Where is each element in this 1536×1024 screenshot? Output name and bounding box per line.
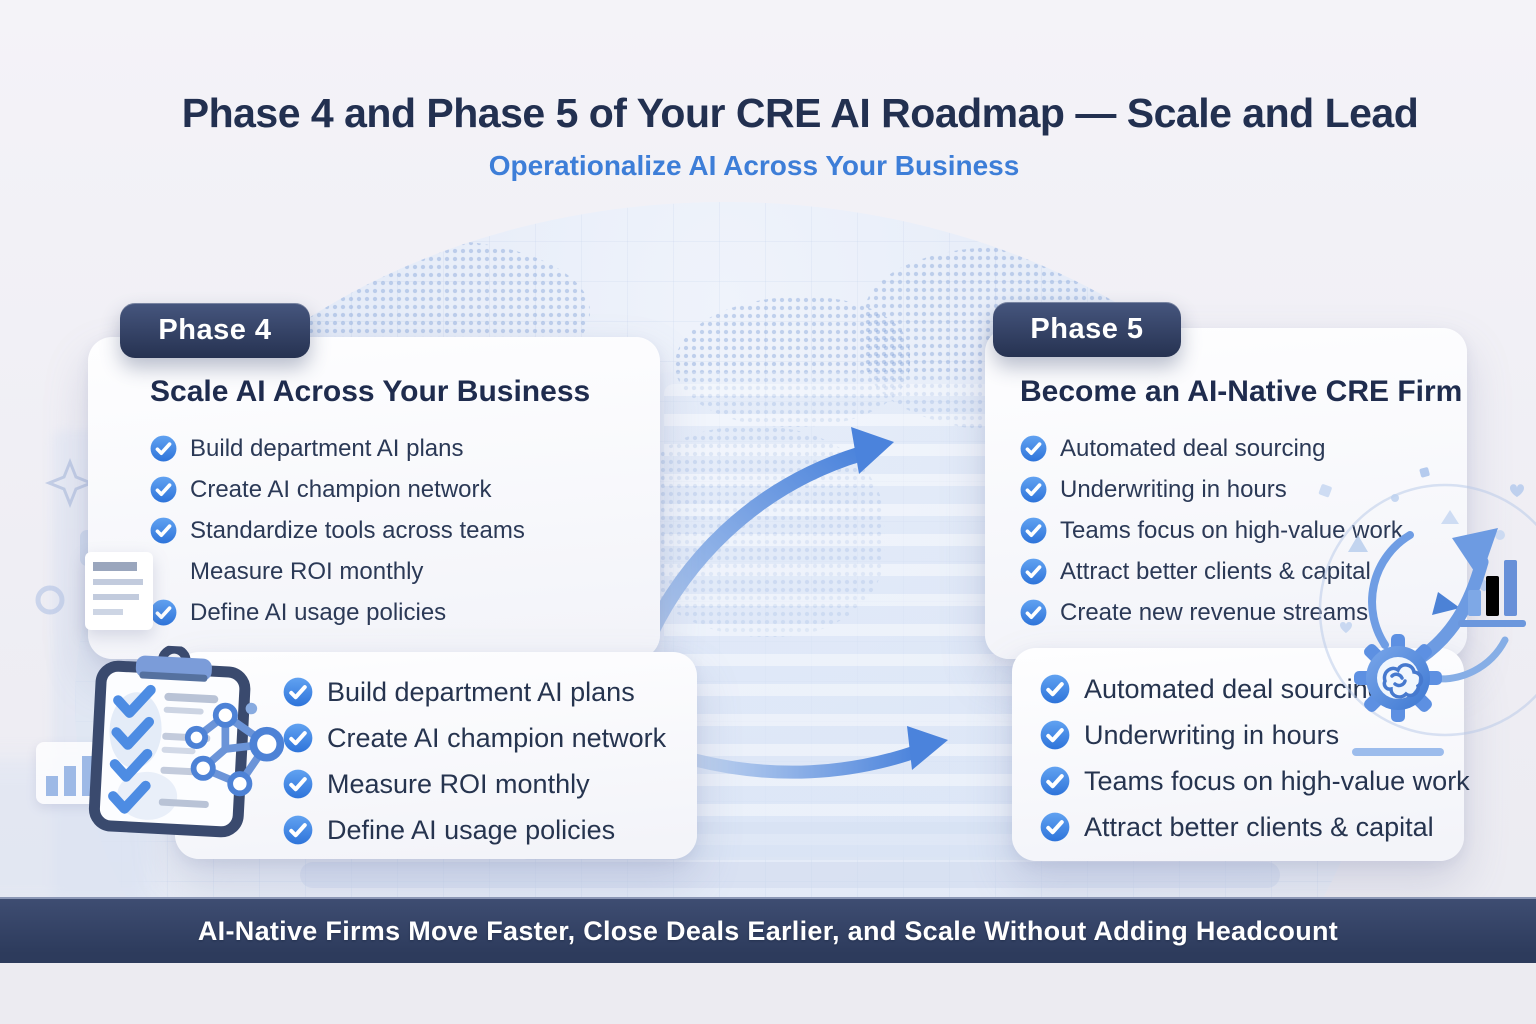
checklist-item: Underwriting in hours [1040,712,1456,758]
checklist-item: Teams focus on high-value work [1020,510,1459,551]
phase5-summary-checklist: Automated deal sourcing Underwriting in … [1040,666,1470,850]
check-icon [1040,674,1070,704]
footer-strip [0,963,1536,1024]
checklist-item-label: Define AI usage policies [327,814,616,845]
page-title: Phase 4 and Phase 5 of Your CRE AI Roadm… [181,90,1419,136]
checklist-item-label: Automated deal sourcing [1084,673,1383,704]
checklist-item: Attract better clients & capital [1040,804,1456,850]
gear-icon [35,585,65,615]
phase4-checklist: Build department AI plans Create AI cham… [150,428,640,633]
gear-brain-icon [1354,634,1442,722]
checklist-item: Standardize tools across teams [150,510,640,551]
checklist-item-label: Define AI usage policies [190,598,447,626]
checklist-item: Build department AI plans [150,428,640,469]
check-icon [150,435,177,462]
checklist-item: Build department AI plans [283,669,689,715]
phase5-heading: Become an AI-Native CRE Firm [1020,375,1463,408]
check-icon [1040,720,1070,750]
checklist-item: Define AI usage policies [150,592,640,633]
checklist-item-label: Measure ROI monthly [327,768,590,799]
checklist-item-label: Teams focus on high-value work [1084,765,1470,796]
phase5-badge: Phase 5 [993,302,1181,357]
check-icon [1020,476,1047,503]
page-subtitle: Operationalize AI Across Your Business [488,150,1020,181]
document-note-icon [85,552,153,630]
check-icon [150,599,177,626]
check-icon [1020,599,1047,626]
checklist-item-label: Create AI champion network [190,475,492,503]
check-icon [150,476,177,503]
checklist-item: Teams focus on high-value work [1040,758,1470,804]
check-icon [1020,558,1047,585]
bar-chart-icon [1458,560,1526,627]
growth-target-arrow-icon [1318,467,1536,756]
checklist-item: Automated deal sourcing [1020,428,1459,469]
checklist-item-label: Standardize tools across teams [190,516,525,544]
check-icon [1040,812,1070,842]
checklist-item: Underwriting in hours [1020,469,1459,510]
clipboard-checklist-icon [88,644,251,838]
phase4-card: Scale AI Across Your Business Build depa… [88,337,660,659]
check-icon [150,517,177,544]
checklist-item-label: Measure ROI monthly [190,557,424,585]
phase5-card: Become an AI-Native CRE Firm Automated d… [985,328,1467,659]
checklist-item-label: Underwriting in hours [1084,719,1340,750]
checklist-item: Automated deal sourcing [1040,666,1456,712]
phase4-summary-checklist: Build department AI plans Create AI cham… [283,669,689,853]
checklist-item-label: Attract better clients & capital [1084,811,1434,842]
checklist-item-label: Attract better clients & capital [1060,557,1371,585]
phase5-checklist: Automated deal sourcing Underwriting in … [1020,428,1459,633]
checklist-item-label: Automated deal sourcing [1060,434,1326,462]
checklist-item: Create AI champion network [150,469,640,510]
banner-text: AI-Native Firms Move Faster, Close Deals… [197,915,1339,946]
check-icon [1020,435,1047,462]
checklist-item: Create AI champion network [283,715,689,761]
check-icon [283,815,313,845]
background-desk-shape [300,862,1280,888]
checklist-item: Measure ROI monthly [283,761,689,807]
phase4-badge: Phase 4 [120,303,310,358]
checklist-item: Measure ROI monthly [150,551,640,592]
checklist-item-label: Underwriting in hours [1060,475,1287,503]
checklist-item-label: Create new revenue streams [1060,598,1369,626]
checklist-item-label: Teams focus on high-value work [1060,516,1403,544]
checklist-item-label: Build department AI plans [327,676,635,707]
bottom-banner: AI-Native Firms Move Faster, Close Deals… [0,897,1536,963]
checklist-item: Create new revenue streams [1020,592,1459,633]
check-icon [1040,766,1070,796]
sparkle-icon [44,457,96,509]
check-icon [1020,517,1047,544]
checklist-item-label: Build department AI plans [190,434,464,462]
checklist-item: Define AI usage policies [283,807,689,853]
network-molecule-icon [184,702,285,797]
checklist-item-label: Create AI champion network [327,722,667,753]
checklist-item: Attract better clients & capital [1020,551,1459,592]
phase4-heading: Scale AI Across Your Business [150,375,591,408]
